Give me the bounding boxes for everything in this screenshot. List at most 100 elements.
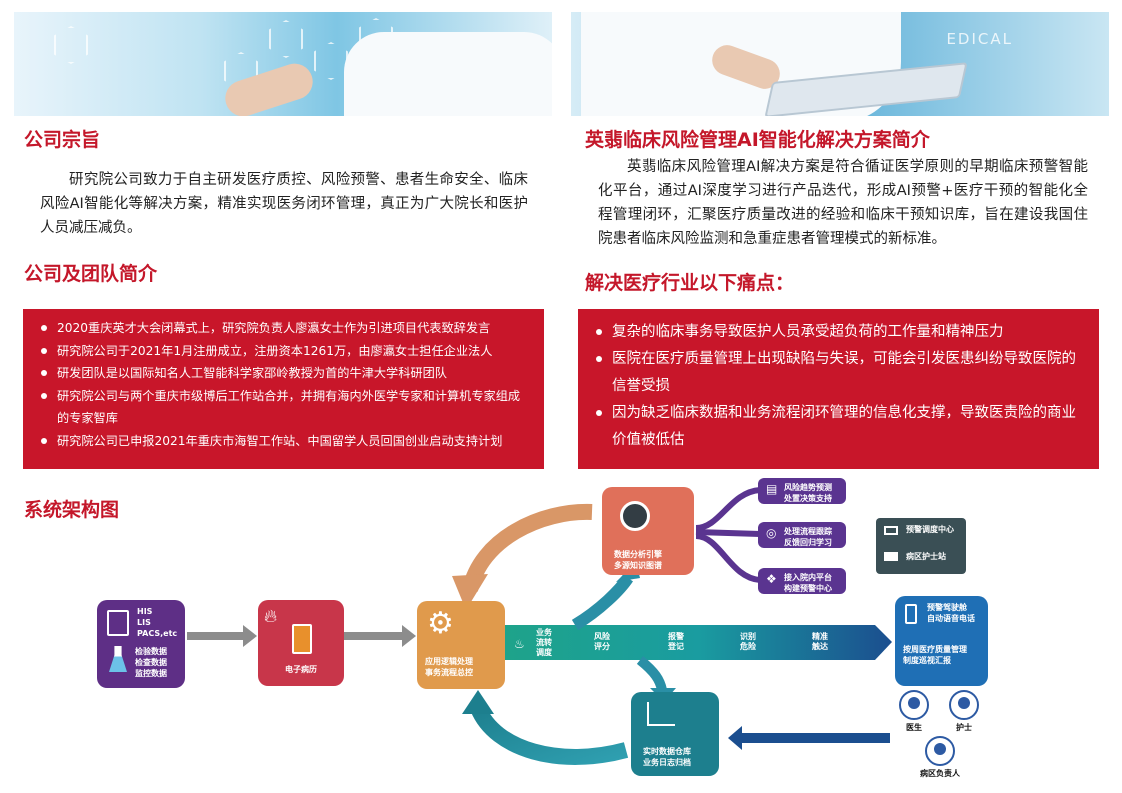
- banner-image-right: EDICAL: [571, 12, 1109, 116]
- source-line: PACS,etc: [137, 629, 178, 638]
- arrow-alert-to-warehouse: [728, 726, 890, 750]
- output-line: 接入院内平台: [784, 573, 832, 582]
- flow-label: 业务流转调度: [536, 628, 552, 657]
- role-ward-head: 病区负责人: [910, 736, 970, 779]
- warehouse-card: 实时数据仓库 业务日志归档: [631, 692, 719, 776]
- alert-line: 制度巡视汇报: [903, 656, 951, 665]
- analysis-output-box: ◎ 处理流程跟踪反馈回归学习: [758, 522, 846, 548]
- data-source-card: HIS LIS PACS,etc 检验数据 检查数据 监控数据: [97, 600, 185, 688]
- pain-points-list: 复杂的临床事务导致医护人员承受超负荷的工作量和精神压力 医院在医疗质量管理上出现…: [596, 319, 1085, 454]
- engine-label: 事务流程总控: [425, 668, 473, 677]
- flow-label: 精准触达: [812, 632, 828, 651]
- arrow-warehouse-to-engine: [470, 704, 629, 765]
- medical-record-icon: [292, 624, 312, 654]
- solution-intro-paragraph: 英翡临床风险管理AI解决方案是符合循证医学原则的早期临床预警智能化平台，通过AI…: [598, 159, 1088, 247]
- hexagon-icon: [54, 26, 88, 64]
- hexagon-icon: [269, 20, 303, 58]
- source-line: HIS: [137, 607, 153, 616]
- analysis-card: 数据分析引擎 多源知识图谱: [602, 487, 694, 575]
- list-item: 研发团队是以国际知名人工智能科学家邵岭教授为首的牛津大学科研团队: [41, 362, 530, 385]
- role-nurse: 护士: [946, 690, 982, 733]
- arrow-source-to-emr: [187, 625, 257, 647]
- analysis-output-box: ❖ 接入院内平台构建预警中心: [758, 568, 846, 594]
- company-purpose-title: 公司宗旨: [24, 129, 101, 151]
- pain-points-box: 复杂的临床事务导致医护人员承受超负荷的工作量和精神压力 医院在医疗质量管理上出现…: [578, 309, 1099, 469]
- list-item: 研究院公司于2021年1月注册成立，注册资本1261万，由廖瀛女士担任企业法人: [41, 340, 530, 363]
- flow-label: 识别危险: [740, 632, 756, 651]
- engine-label: 应用逻辑处理: [425, 657, 473, 666]
- bed-icon: [884, 552, 898, 561]
- flask-icon: [109, 646, 127, 672]
- alert-line: 自动语音电话: [927, 614, 975, 623]
- source-line: LIS: [137, 618, 151, 627]
- list-item: 研究院公司与两个重庆市级博后工作站合并，并拥有海内外医学专家和计算机专家组成的专…: [41, 385, 530, 430]
- company-purpose-paragraph: 研究院公司致力于自主研发医疗质控、风险预警、患者生命安全、临床风险AI智能化等解…: [40, 172, 528, 236]
- station-box: 预警调度中心 病区护士站: [876, 518, 966, 574]
- analysis-output-box: ▤ 风险趋势预测处置决策支持: [758, 478, 846, 504]
- analysis-label: 多源知识图谱: [614, 561, 662, 570]
- arrow-band-to-analysis: [571, 574, 633, 631]
- flow-band: [505, 625, 892, 660]
- arrow-engine-to-analysis: [462, 503, 593, 592]
- source-data-line: 检验数据: [135, 647, 167, 656]
- doctor-coat: [344, 32, 552, 116]
- output-line: 风险趋势预测: [784, 483, 832, 492]
- document-icon: [107, 610, 129, 636]
- source-data-line: 检查数据: [135, 658, 167, 667]
- flow-label: 报警登记: [668, 632, 684, 651]
- list-item: 2020重庆英才大会闭幕式上，研究院负责人廖瀛女士作为引进项目代表致辞发言: [41, 317, 530, 340]
- arrow-emr-to-engine: [344, 625, 416, 647]
- banner-image-left: [14, 12, 552, 116]
- hexagon-icon: [314, 42, 348, 80]
- team-intro-box: 2020重庆英才大会闭幕式上，研究院负责人廖瀛女士作为引进项目代表致辞发言 研究…: [23, 309, 544, 469]
- alert-card: 预警驾驶舱 自动语音电话 按周医疗质量管理 制度巡视汇报: [895, 596, 988, 686]
- arrow-band-to-warehouse: [636, 656, 667, 692]
- diagram-connectors: [187, 487, 892, 765]
- analysis-branches: [695, 487, 761, 583]
- fire-icon: ♨: [514, 637, 525, 651]
- gear-icon: ⚙: [427, 606, 454, 641]
- analysis-label: 数据分析引擎: [614, 550, 662, 559]
- architecture-title: 系统架构图: [24, 499, 120, 521]
- binoculars-icon: ◎: [766, 526, 777, 540]
- team-intro-title: 公司及团队简介: [24, 263, 158, 285]
- output-line: 反馈回归学习: [784, 538, 832, 547]
- emr-label: 电子病历: [285, 665, 317, 674]
- warehouse-label: 业务日志归档: [643, 758, 691, 767]
- monitor-icon: [884, 526, 898, 535]
- doctor-icon: [899, 690, 929, 720]
- engine-card: ⚙ 应用逻辑处理 事务流程总控: [417, 601, 505, 689]
- warehouse-label: 实时数据仓库: [643, 747, 691, 756]
- list-item: 研究院公司已申报2021年重庆市海智工作站、中国留学人员回国创业启动支持计划: [41, 430, 530, 453]
- list-item: 复杂的临床事务导致医护人员承受超负荷的工作量和精神压力: [596, 319, 1085, 346]
- nurse-icon: [949, 690, 979, 720]
- role-doctor: 医生: [896, 690, 932, 733]
- lightbulb-icon: ❖: [766, 572, 777, 586]
- architecture-diagram: HIS LIS PACS,etc 检验数据 检查数据 监控数据 🔥︎ 电子病历 …: [0, 478, 1122, 793]
- list-item: 因为缺乏临床数据和业务流程闭环管理的信息化支撑，导致医责险的商业价值被低估: [596, 400, 1085, 454]
- emr-card: 🔥︎ 电子病历: [258, 600, 344, 686]
- output-line: 处理流程跟踪: [784, 527, 832, 536]
- role-label: 病区负责人: [920, 769, 960, 778]
- output-line: 处置决策支持: [784, 494, 832, 503]
- list-item: 医院在医疗质量管理上出现缺陷与失误，可能会引发医患纠纷导致医院的信誉受损: [596, 346, 1085, 400]
- pain-points-title: 解决医疗行业以下痛点：: [585, 272, 795, 294]
- role-label: 护士: [956, 723, 972, 732]
- banner-overlay-text: EDICAL: [946, 30, 1013, 48]
- team-intro-list: 2020重庆英才大会闭幕式上，研究院负责人廖瀛女士作为引进项目代表致辞发言 研究…: [41, 317, 530, 452]
- target-icon: [620, 501, 650, 531]
- fire-icon: 🔥︎: [264, 606, 278, 627]
- chart-icon: ▤: [766, 482, 778, 496]
- station-label: 预警调度中心: [906, 525, 954, 534]
- role-label: 医生: [906, 723, 922, 732]
- ward-head-icon: [925, 736, 955, 766]
- output-line: 构建预警中心: [784, 584, 832, 593]
- bar-chart-icon: [647, 702, 675, 726]
- solution-intro-title: 英翡临床风险管理AI智能化解决方案简介: [585, 129, 930, 151]
- alert-line: 按周医疗质量管理: [903, 645, 967, 654]
- alert-line: 预警驾驶舱: [927, 603, 967, 612]
- phone-icon: [905, 604, 917, 624]
- source-data-line: 监控数据: [135, 669, 167, 678]
- station-label: 病区护士站: [906, 552, 946, 561]
- flow-label: 风险评分: [594, 632, 610, 651]
